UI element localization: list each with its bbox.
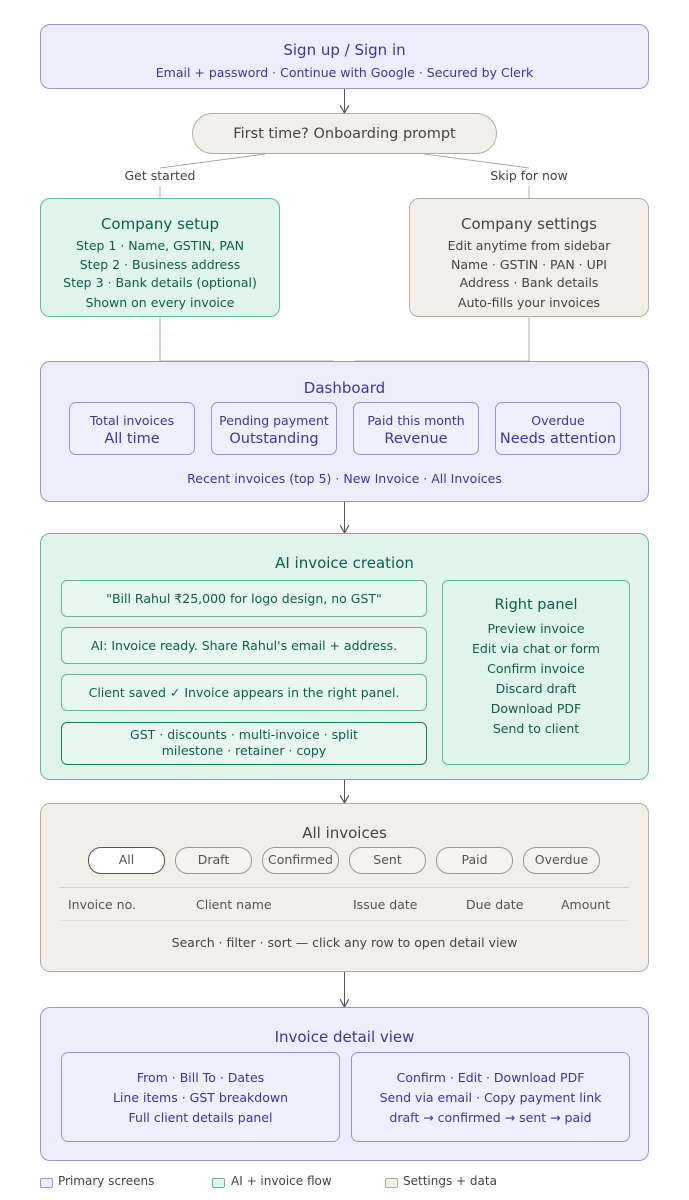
stat-value: Outstanding <box>229 431 319 447</box>
right-panel-action-send[interactable]: Send to client <box>492 721 580 736</box>
detail-actions-line[interactable]: Confirm · Edit · Download PDF <box>396 1070 585 1085</box>
detail-status-flow: draft → confirmed → sent → paid <box>389 1110 592 1125</box>
company-settings-line: Auto-fills your invoices <box>457 295 601 310</box>
filter-chip-overdue[interactable]: Overdue <box>523 847 600 874</box>
chat-message-user: "Bill Rahul ₹25,000 for logo design, no … <box>61 580 427 617</box>
company-setup-note: Shown on every invoice <box>85 295 235 310</box>
all-invoices-footer: Search · filter · sort — click any row t… <box>171 935 518 950</box>
detail-info-line: Full client details panel <box>128 1110 273 1125</box>
ai-creation-title: AI invoice creation <box>275 554 414 572</box>
right-panel-action-confirm[interactable]: Confirm invoice <box>487 661 585 676</box>
filter-chip-draft[interactable]: Draft <box>175 847 252 874</box>
onboarding-label: First time? Onboarding prompt <box>233 126 456 142</box>
chat-message-ai: AI: Invoice ready. Share Rahul's email +… <box>61 627 427 664</box>
stat-card-overdue: Overdue Needs attention <box>495 402 621 455</box>
invoice-detail-title: Invoice detail view <box>274 1028 415 1046</box>
chat-message-text: AI: Invoice ready. Share Rahul's email +… <box>90 638 398 653</box>
right-panel-action-discard[interactable]: Discard draft <box>495 681 577 696</box>
legend-swatch-primary <box>40 1178 53 1188</box>
stat-label: Pending payment <box>219 413 329 428</box>
column-header-amount[interactable]: Amount <box>561 897 611 912</box>
column-header-due-date[interactable]: Due date <box>466 897 524 912</box>
stat-label: Overdue <box>531 413 585 428</box>
stat-card-total: Total invoices All time <box>69 402 195 455</box>
edge-onboarding-to-setup-a <box>159 153 266 169</box>
dashboard-footer: Recent invoices (top 5) · New Invoice · … <box>187 471 502 486</box>
company-settings-line: Edit anytime from sidebar <box>447 238 611 253</box>
branch-label-get-started: Get started <box>124 168 196 183</box>
legend-swatch-ai <box>212 1178 225 1188</box>
chat-message-text: "Bill Rahul ₹25,000 for logo design, no … <box>106 591 382 606</box>
legend-label-settings: Settings + data <box>403 1174 497 1188</box>
detail-info-panel: From · Bill To · Dates Line items · GST … <box>61 1052 340 1142</box>
signup-screen: Sign up / Sign in Email + password · Con… <box>40 24 649 89</box>
onboarding-prompt: First time? Onboarding prompt <box>192 113 497 154</box>
chat-message-text: Client saved ✓ Invoice appears in the ri… <box>88 685 400 700</box>
stat-value: All time <box>104 431 160 447</box>
company-setup-step: Step 3 · Bank details (optional) <box>63 275 257 290</box>
ai-invoice-creation-screen: AI invoice creation "Bill Rahul ₹25,000 … <box>40 533 649 780</box>
company-setup-title: Company setup <box>100 215 220 233</box>
all-invoices-title: All invoices <box>302 824 387 842</box>
feature-list-box: GST · discounts · multi-invoice · split … <box>61 722 427 765</box>
legend-label-primary: Primary screens <box>58 1174 155 1188</box>
invoice-detail-screen: Invoice detail view From · Bill To · Dat… <box>40 1007 649 1161</box>
right-panel-action-download[interactable]: Download PDF <box>490 701 582 716</box>
dashboard-title: Dashboard <box>303 379 386 397</box>
legend-label-ai: AI + invoice flow <box>231 1174 332 1188</box>
column-header-client-name[interactable]: Client name <box>196 897 272 912</box>
right-panel-title: Right panel <box>494 597 578 613</box>
stat-label: Paid this month <box>367 413 465 428</box>
dashboard-screen: Dashboard Total invoices All time Pendin… <box>40 361 649 502</box>
company-settings-line: Name · GSTIN · PAN · UPI <box>451 257 607 272</box>
stat-value: Needs attention <box>499 431 617 447</box>
feature-list-line: GST · discounts · multi-invoice · split <box>130 727 358 742</box>
company-setup-step: Step 2 · Business address <box>79 257 241 272</box>
signup-subtitle: Email + password · Continue with Google … <box>155 65 534 80</box>
company-settings-title: Company settings <box>461 215 597 233</box>
stat-label: Total invoices <box>89 413 175 428</box>
company-settings-screen: Company settings Edit anytime from sideb… <box>409 198 649 317</box>
right-panel-action-edit[interactable]: Edit via chat or form <box>472 641 600 656</box>
table-divider <box>60 887 629 888</box>
detail-info-line: From · Bill To · Dates <box>136 1070 265 1085</box>
feature-list-line: milestone · retainer · copy <box>161 743 327 758</box>
chat-message-confirmation: Client saved ✓ Invoice appears in the ri… <box>61 674 427 711</box>
detail-actions-line[interactable]: Send via email · Copy payment link <box>379 1090 602 1105</box>
company-setup-step: Step 1 · Name, GSTIN, PAN <box>75 238 244 253</box>
detail-actions-panel: Confirm · Edit · Download PDF Send via e… <box>351 1052 630 1142</box>
column-header-invoice-no[interactable]: Invoice no. <box>68 897 136 912</box>
filter-chip-paid[interactable]: Paid <box>436 847 513 874</box>
signup-title: Sign up / Sign in <box>283 41 406 59</box>
filter-chip-all[interactable]: All <box>88 847 165 874</box>
right-panel-action-preview[interactable]: Preview invoice <box>487 621 585 636</box>
filter-chip-sent[interactable]: Sent <box>349 847 426 874</box>
stat-card-paid: Paid this month Revenue <box>353 402 479 455</box>
filter-chip-confirmed[interactable]: Confirmed <box>262 847 339 874</box>
legend-swatch-settings <box>385 1178 398 1188</box>
stat-value: Revenue <box>384 431 448 447</box>
right-panel: Right panel Preview invoice Edit via cha… <box>442 580 630 765</box>
column-header-issue-date[interactable]: Issue date <box>353 897 418 912</box>
edge-onboarding-to-settings-a <box>423 153 530 169</box>
company-settings-line: Address · Bank details <box>459 275 599 290</box>
table-divider <box>60 920 629 921</box>
branch-label-skip: Skip for now <box>490 168 568 183</box>
company-setup-screen: Company setup Step 1 · Name, GSTIN, PAN … <box>40 198 280 317</box>
detail-info-line: Line items · GST breakdown <box>112 1090 289 1105</box>
stat-card-pending: Pending payment Outstanding <box>211 402 337 455</box>
